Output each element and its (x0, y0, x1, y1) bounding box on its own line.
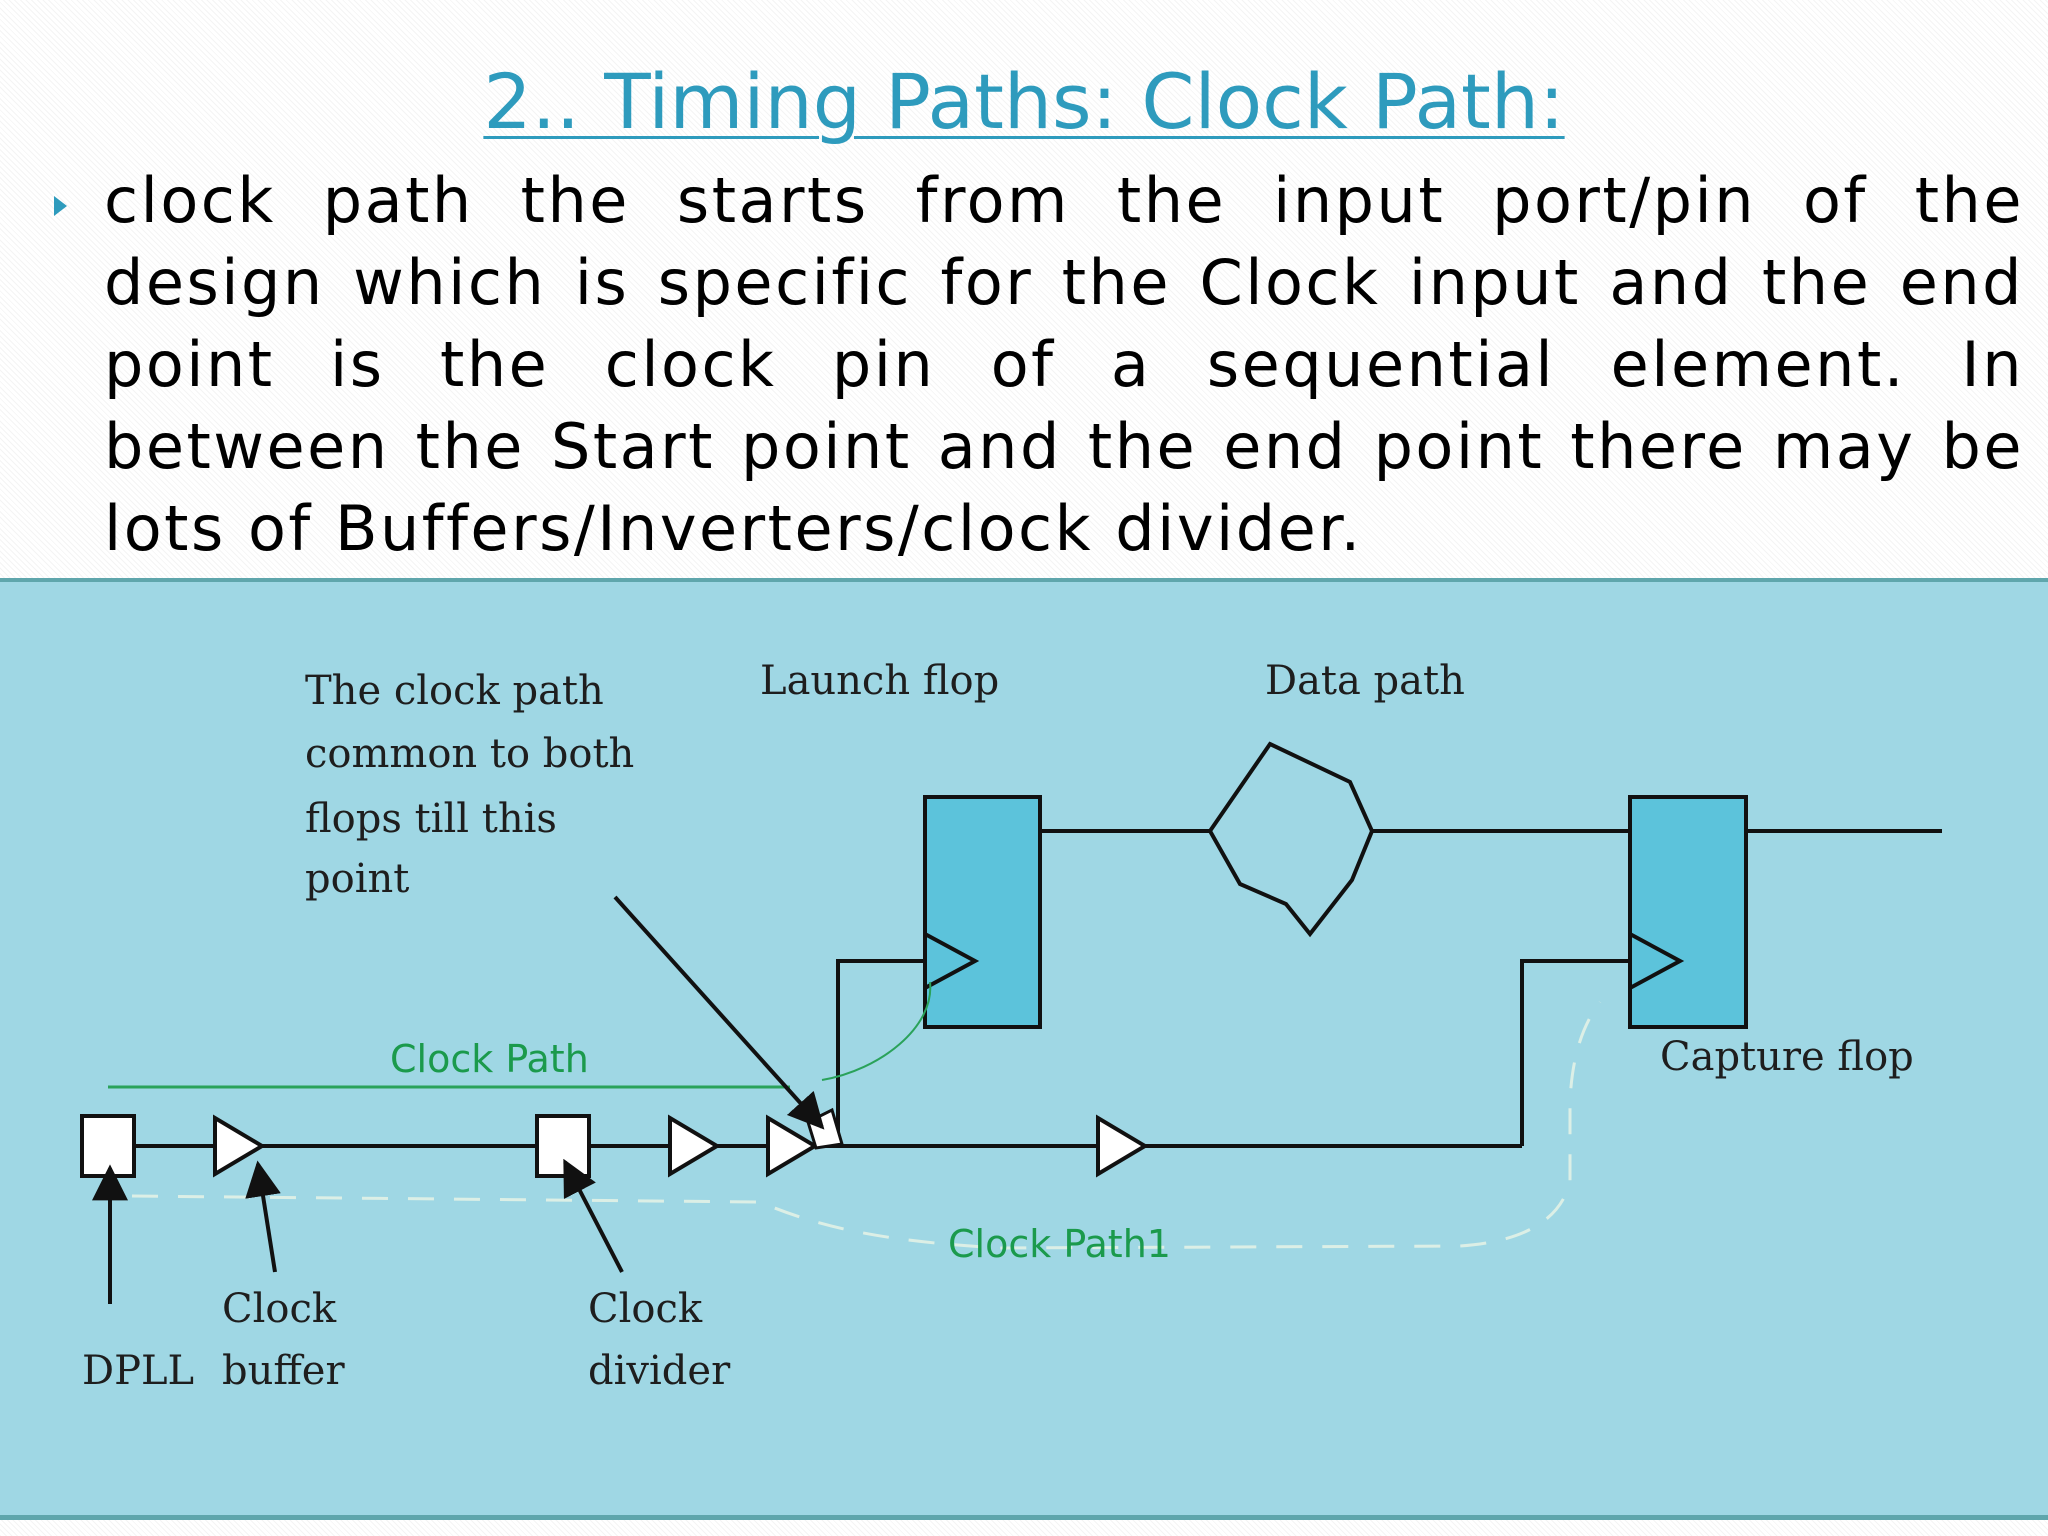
label-data-path: Data path (1265, 658, 1465, 704)
label-capture-flop: Capture flop (1660, 1034, 1914, 1080)
label-common-line2: common to both (305, 731, 634, 777)
capture-clock-wire (1520, 959, 1640, 1146)
label-launch-flop: Launch flop (760, 658, 999, 704)
clock-buffer-4 (1096, 1114, 1149, 1178)
clock-buffer-arrow (245, 1160, 281, 1273)
common-point-arrow (613, 895, 825, 1130)
dpll-block (80, 1114, 136, 1178)
clock-path-green-curve (821, 981, 932, 1081)
slide-title: 2.. Timing Paths: Clock Path: (483, 57, 1565, 146)
clock-buffer-2 (668, 1114, 721, 1178)
clock-buffer-3 (766, 1114, 819, 1178)
clock-divider-arrow (563, 1158, 624, 1273)
data-path-logic-cloud (1207, 741, 1375, 938)
label-common-line1: The clock path (305, 668, 604, 714)
label-clock-path1: Clock Path1 (948, 1222, 1171, 1266)
clock-path-diagram: The clock path common to both flops till… (0, 578, 2048, 1520)
label-common-line4: point (305, 856, 409, 902)
label-clock-divider-line2: divider (588, 1348, 731, 1394)
bullet-text: clock path the starts from the input por… (104, 164, 2024, 565)
label-clock-divider-line1: Clock (588, 1286, 703, 1332)
clock-buffer-1 (213, 1114, 266, 1178)
launch-clock-wire (836, 959, 930, 1146)
label-clock-path: Clock Path (390, 1037, 589, 1081)
label-clock-buffer-line1: Clock (222, 1286, 337, 1332)
capture-flop (1628, 795, 1748, 1029)
label-common-line3: flops till this (305, 796, 557, 842)
bullet-arrow-icon (54, 196, 67, 216)
label-clock-buffer-line2: buffer (222, 1348, 345, 1394)
label-dpll: DPLL (82, 1348, 194, 1394)
capture-flop-clock-notch (1629, 932, 1685, 990)
launch-flop (923, 795, 1042, 1029)
launch-flop-clock-notch (924, 932, 980, 990)
clock-path1-dashed (131, 1001, 1602, 1250)
clock-divider-block (535, 1114, 591, 1178)
diagram-canvas: The clock path common to both flops till… (80, 658, 1942, 1394)
